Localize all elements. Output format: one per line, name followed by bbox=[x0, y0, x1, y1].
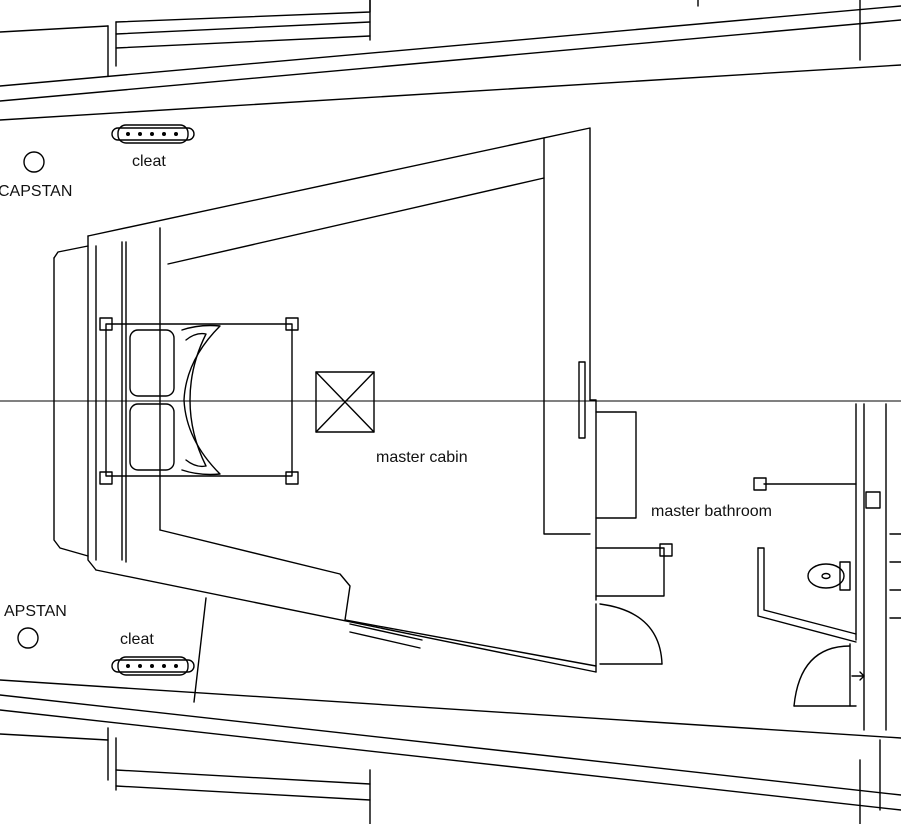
master-cabin-label: master cabin bbox=[376, 449, 468, 466]
capstan-bottom-icon bbox=[17, 627, 39, 649]
master-bathroom-label: master bathroom bbox=[651, 503, 772, 520]
cleat-bottom-label: cleat bbox=[120, 631, 154, 648]
bathroom-layout bbox=[595, 403, 901, 731]
cleat-top-label: cleat bbox=[132, 153, 166, 170]
bed bbox=[99, 317, 299, 485]
sliding-door bbox=[578, 361, 586, 439]
hatch-icon bbox=[315, 371, 375, 433]
toilet-icon bbox=[807, 561, 851, 591]
cleat-top-icon bbox=[111, 124, 195, 144]
upper-hull-lines bbox=[0, 0, 901, 121]
capstan-top-icon bbox=[23, 151, 45, 173]
capstan-top-label: CAPSTAN bbox=[0, 183, 72, 200]
lower-hull-lines bbox=[0, 679, 901, 824]
pillow-top bbox=[129, 329, 175, 397]
pillow-bottom bbox=[129, 403, 175, 471]
capstan-bottom-label: APSTAN bbox=[4, 603, 67, 620]
cabin-outline bbox=[53, 127, 597, 703]
cleat-bottom-icon bbox=[111, 656, 195, 676]
